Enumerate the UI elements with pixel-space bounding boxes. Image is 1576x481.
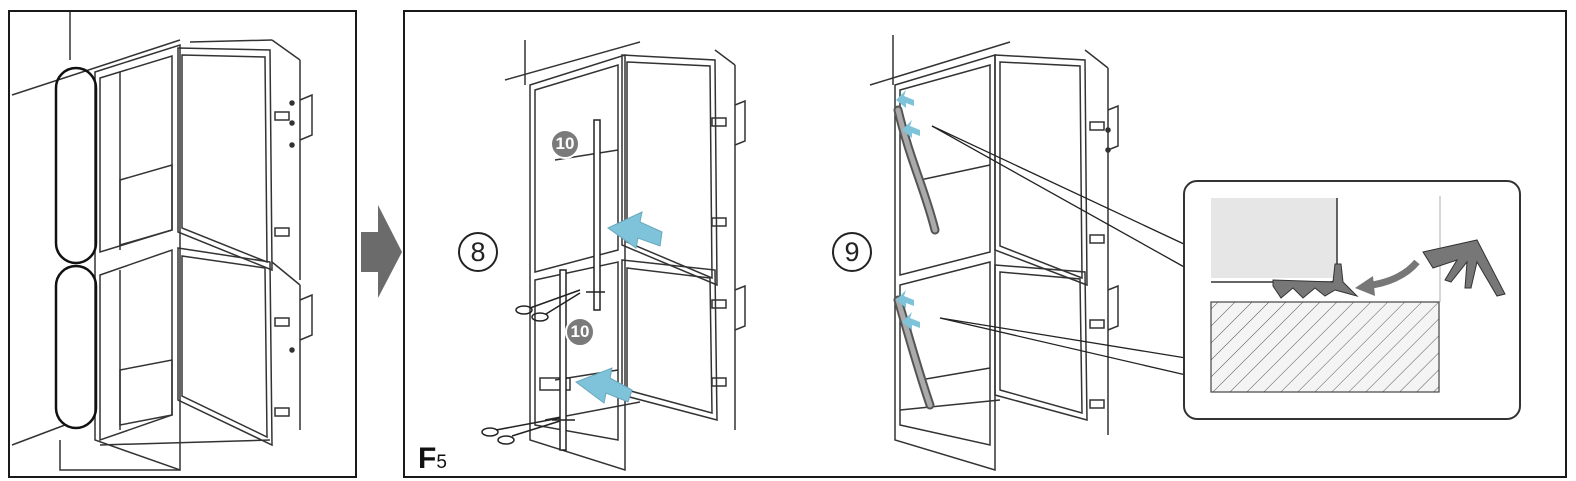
highlight-upper-gap (54, 66, 98, 265)
push-arrow-icon (574, 367, 633, 404)
step-number-8: 8 (458, 232, 498, 272)
cabinet-step-8 (504, 40, 746, 472)
scissors-icon (481, 417, 561, 445)
highlight-lower-gap (54, 264, 98, 430)
part-badge-10: 10 (550, 129, 580, 159)
callout-lines (931, 125, 1187, 376)
cabinet-step-9 (869, 35, 1119, 472)
part-badge-10: 10 (565, 317, 595, 347)
sealing-strip-lower (559, 269, 567, 451)
step-number-9: 9 (832, 232, 872, 272)
figure-index: 5 (436, 452, 447, 473)
sealing-strip-upper (593, 119, 601, 311)
scissors-icon (515, 289, 581, 322)
figure-letter: F (418, 442, 437, 475)
figure-label: F5 (418, 444, 447, 478)
seal-detail-illustration (1210, 196, 1506, 393)
push-arrow-icon (607, 211, 663, 249)
detail-callout (1183, 180, 1521, 420)
push-arrow-icon (896, 90, 920, 330)
sealing-strip-installed-lower (895, 297, 933, 408)
sealing-strip-installed-upper (895, 107, 938, 233)
